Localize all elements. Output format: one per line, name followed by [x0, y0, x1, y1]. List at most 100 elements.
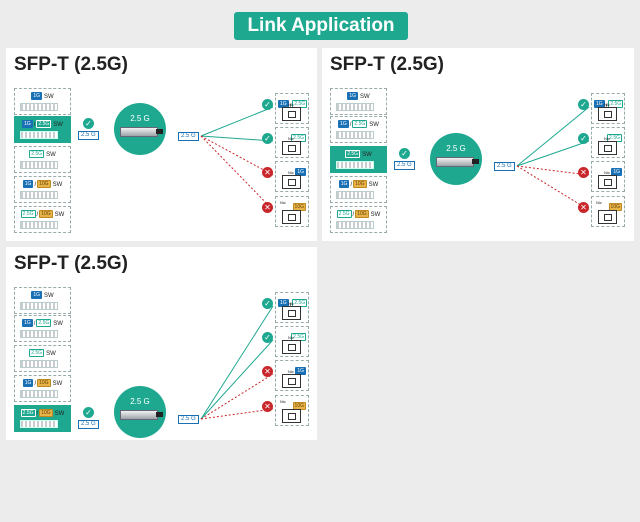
switch-type-label: SW [52, 181, 63, 188]
speed-tag: 2.5G [20, 210, 36, 218]
switch-type-label: SW [52, 380, 63, 387]
link-line-fail [200, 135, 274, 211]
speed-tag: 10G [37, 180, 51, 188]
network-card-icon [282, 141, 301, 155]
speed-tag: 1G [338, 180, 350, 188]
speed-tag: 10G [39, 409, 53, 417]
switch-ports [336, 191, 374, 199]
rate-label: 2.5 G [78, 420, 99, 429]
speed-tag: 1G [338, 120, 349, 128]
speed-tag: 2.5G [36, 319, 52, 327]
link-line-fail [200, 135, 274, 176]
connection-lines [200, 106, 274, 211]
switch-ports [20, 302, 58, 310]
switch-type-label: SW [54, 211, 65, 218]
cross-icon: ✕ [262, 366, 273, 377]
slash-separator: / [352, 211, 355, 218]
speed-tag: 1G [31, 291, 42, 299]
slash-separator: / [34, 181, 37, 188]
sfp-module: 2.5 G [430, 133, 482, 185]
nic-label: Nic [596, 200, 602, 205]
connection-lines [200, 305, 274, 420]
network-card-icon [598, 175, 617, 189]
link-line-ok [200, 135, 274, 142]
switch-type-label: SW [362, 151, 372, 158]
check-icon: ✓ [262, 133, 273, 144]
switch-ports [20, 161, 58, 169]
speed-tag: 10G [353, 180, 367, 188]
module-body [436, 157, 474, 167]
speed-tag: 1G [22, 120, 33, 128]
network-card-icon [282, 175, 301, 189]
network-card-icon [598, 141, 617, 155]
switch-type-label: SW [53, 121, 63, 128]
cross-icon: ✕ [578, 202, 589, 213]
speed-tag: 2.5G [345, 150, 361, 158]
network-card-icon [282, 306, 301, 320]
nic-label: Nic [280, 399, 286, 404]
slash-separator: / [33, 320, 36, 327]
link-line-ok [200, 106, 274, 137]
nic-label: Nic [288, 335, 294, 340]
switch-type-label: SW [46, 151, 56, 158]
slash-separator: / [33, 121, 36, 128]
slash-separator: / [350, 181, 353, 188]
cross-icon: ✕ [262, 401, 273, 412]
rate-label: 2.5 G [494, 162, 515, 171]
nic-label: Nic [604, 102, 610, 107]
network-card-icon [598, 107, 617, 121]
switch-ports [20, 360, 58, 368]
switch-ports [336, 103, 374, 111]
speed-tag: 1G [31, 92, 42, 100]
nic-label: Nic [288, 102, 294, 107]
switch-ports [336, 221, 374, 229]
rate-label: 2.5 G [78, 131, 99, 140]
switch-type-label: SW [44, 93, 54, 100]
speed-tag: 10G [355, 210, 369, 218]
switch-type-label: SW [44, 292, 54, 299]
speed-tag: 2.5G [336, 210, 352, 218]
speed-tag: 2.5G [36, 120, 52, 128]
speed-tag: 1G [22, 319, 33, 327]
switch-type-label: SW [369, 121, 379, 128]
network-card-icon [598, 210, 617, 224]
module-connector [472, 159, 479, 164]
check-icon: ✓ [262, 298, 273, 309]
switch-type-label: SW [46, 350, 56, 357]
check-icon: ✓ [83, 118, 94, 129]
nic-label: Nic [288, 369, 294, 374]
check-icon: ✓ [262, 332, 273, 343]
switch-ports [20, 330, 58, 338]
module-speed-label: 2.5 G [130, 397, 150, 406]
rate-label: 2.5 G [394, 161, 415, 170]
network-card-icon [282, 107, 301, 121]
switch-type-label: SW [370, 211, 381, 218]
switch-ports [20, 191, 58, 199]
speed-tag: 2.5G [29, 150, 45, 158]
